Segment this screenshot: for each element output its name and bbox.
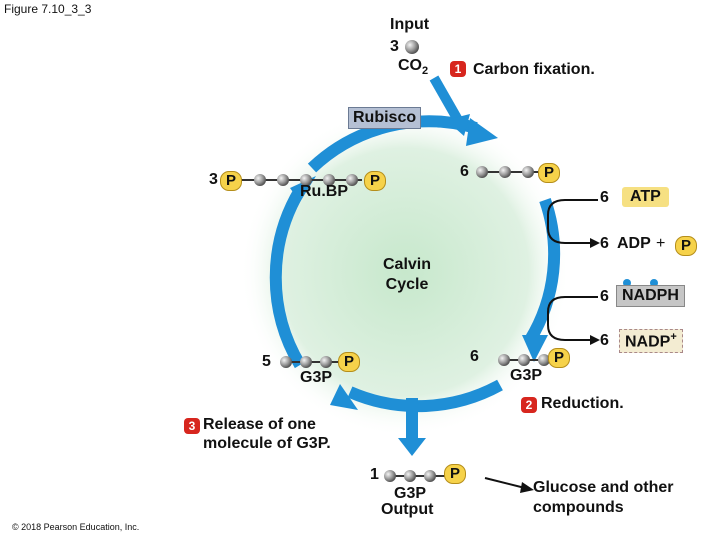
atp-adp-bracket [547,199,598,244]
output-name: G3P [394,485,427,502]
cycle-line2: Cycle [385,276,429,293]
cycle-line1: Calvin [383,256,432,273]
glucose-arrowhead [520,482,534,493]
step3-line2: molecule of G3P. [203,435,331,452]
nadp-arrowhead [590,335,600,345]
adp-count: 6 [600,235,609,252]
chain-g3p-right [498,354,550,366]
adp-arrowhead [590,238,600,248]
rubp-phosphate-left: P [220,171,242,191]
cycle-center [240,107,570,437]
nadp-superscript: + [670,331,677,343]
g3p-right-count: 6 [470,348,479,365]
co2-arrowhead [446,114,470,136]
step3-line1: Release of one [203,416,316,433]
rubisco-label: Rubisco [348,107,422,129]
step1-text: Carbon fixation. [473,61,595,78]
g3p-left-count: 5 [262,353,271,370]
rubp-count: 3 [209,171,218,188]
glucose-line1: Glucose and other [533,479,674,496]
glucose-arrow [484,477,526,489]
output-arrowhead [398,438,426,456]
co2-text: CO [398,57,422,74]
rubp-name: Ru.BP [300,183,348,200]
figure-label: Figure 7.10_3_3 [4,2,92,16]
rubp-phosphate-right: P [364,171,386,191]
co2-ball [405,40,419,54]
co2-input-arrow [429,75,463,123]
adp-phosphate: P [675,236,697,256]
nadp-text: NADP [625,333,671,351]
pga-phosphate: P [538,163,560,183]
nadp-label: NADP+ [619,329,683,354]
step1-badge: 1 [450,61,466,77]
g3p-left-name: G3P [300,369,333,386]
input-label: Input [390,16,430,33]
atp-count: 6 [600,189,609,206]
nadph-bracket [547,296,598,341]
adp-label: ADP [617,235,651,252]
chain-rubp [238,174,362,186]
output-label: Output [381,501,434,518]
glucose-line2: compounds [533,499,624,516]
cycle-label: Calvin Cycle [383,255,431,295]
co2-subscript: 2 [422,65,429,78]
output-phosphate: P [444,464,466,484]
arc-bottom [347,379,503,413]
nadph-count: 6 [600,288,609,305]
chain-g3p-output [384,470,446,482]
g3p-right-phosphate: P [548,348,570,368]
arrowhead-bottom [330,384,358,410]
arc-left [269,186,306,369]
step2-badge: 2 [521,397,537,413]
nadp-count: 6 [600,332,609,349]
chain-3pga [476,166,538,178]
adp-plus: + [656,235,666,252]
atp-label: ATP [622,187,669,207]
nadph-label: NADPH [616,285,685,307]
pga-count: 6 [460,163,469,180]
arc-right [524,198,561,344]
step2-text: Reduction. [541,395,624,412]
copyright: © 2018 Pearson Education, Inc. [12,522,140,532]
chain-g3p-left [280,356,340,368]
arrowhead-right [522,335,548,362]
g3p-left-phosphate: P [338,352,360,372]
step3-badge: 3 [184,418,200,434]
g3p-right-name: G3P [510,367,543,384]
arrowhead-top [466,118,498,146]
output-count: 1 [370,466,379,483]
input-molecule: CO2 [398,57,428,77]
input-count: 3 [390,38,399,55]
